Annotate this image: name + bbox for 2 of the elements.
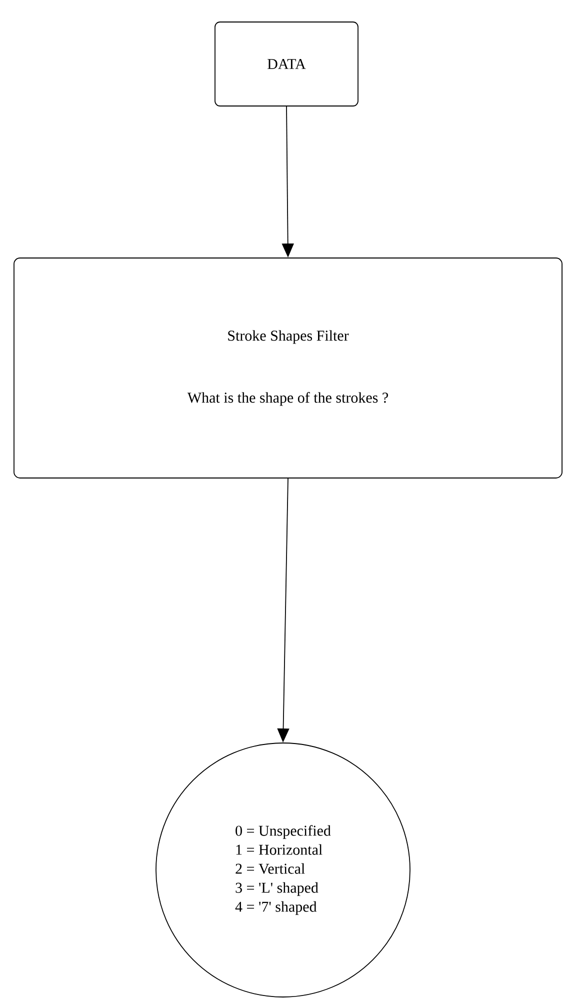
process-box: DATA [214,22,358,106]
process-box: Stroke Shapes Filter What is the shape of the strokes ? [14,258,562,478]
